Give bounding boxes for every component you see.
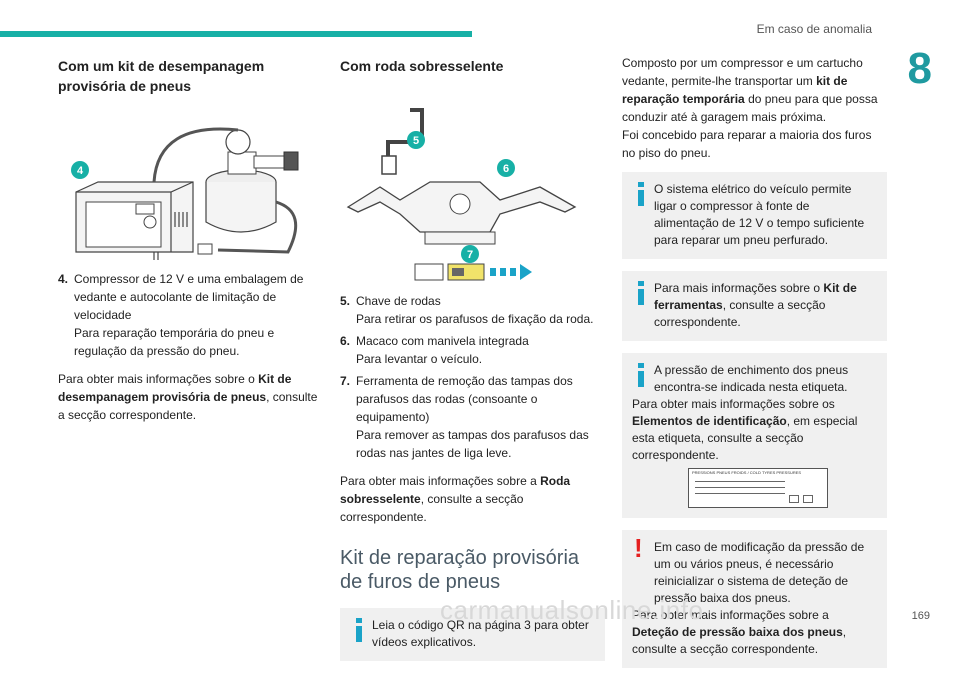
item-number: 5.: [340, 294, 351, 308]
callout-4-circle: [71, 161, 89, 179]
page-number: 169: [911, 610, 930, 622]
kit-intro-paragraph: Composto por um compressor e um cartucho…: [622, 54, 887, 126]
section-title-repair-kit: Kit de reparação provisória de furos de …: [340, 547, 580, 593]
item-number: 4.: [58, 272, 69, 286]
item-description: Para remover as tampas dos parafusos das…: [356, 428, 589, 460]
text: do pneu para que possa conduzir até à ga…: [622, 92, 878, 124]
text: , consulte a secção correspondente.: [58, 390, 318, 422]
header-accent-bar: [0, 31, 472, 37]
watermark: carmanualsonline.info: [440, 595, 704, 625]
item-title: Compressor de 12 V e uma embalagem de ve…: [74, 272, 304, 322]
text: Kit de ferramentas: [654, 281, 857, 312]
item-description: Para reparação temporária do pneu e regu…: [74, 326, 275, 358]
item-title: Ferramenta de remoção das tampas dos par…: [356, 374, 573, 424]
text: Para obter mais informações sobre o: [58, 372, 259, 386]
compressor-drawing: 4: [71, 127, 299, 262]
info-note-pressure-label: A pressão de enchimento dos pneus encont…: [622, 353, 887, 518]
text: Deteção de pressão baixa dos pneus: [632, 625, 843, 639]
info-note-electrical: O sistema elétrico do veículo permite li…: [622, 172, 887, 259]
item-description: Para levantar o veículo.: [356, 352, 483, 366]
info-icon: [638, 182, 644, 206]
info-note-text: Para mais informações sobre o Kit de fer…: [632, 280, 877, 331]
item-number: 7.: [340, 374, 351, 388]
info-note-text: A pressão de enchimento dos pneus encont…: [654, 363, 849, 394]
info-note-text: O sistema elétrico do veículo permite li…: [654, 182, 865, 247]
item-description: Para retirar os parafusos de fixação da …: [356, 312, 594, 326]
list-item-7: 7. Ferramenta de remoção das tampas dos …: [340, 372, 605, 462]
spare-wheel-link-text: Roda sobresselente: [340, 474, 571, 506]
callout-7-circle: [461, 245, 479, 263]
text: Para obter mais informações sobre a: [632, 608, 829, 622]
callout-7: 7: [467, 249, 473, 261]
item-number: 6.: [340, 334, 351, 348]
callout-5-circle: [407, 131, 425, 149]
callout-5: 5: [413, 135, 419, 147]
text: Para obter mais informações sobre os: [632, 397, 835, 411]
info-icon: [638, 363, 644, 387]
spare-wheel-reference-paragraph: Para obter mais informações sobre a Roda…: [340, 472, 605, 526]
tyre-pressure-label-image: PRESSIONS PNEUS FROIDS / COLD TYRES PRES…: [688, 468, 828, 508]
column-repair-kit-details: Composto por um compressor e um cartucho…: [622, 54, 887, 680]
list-item-4: 4. Compressor de 12 V e uma embalagem de…: [58, 270, 323, 360]
kit-intro-paragraph-2: Foi concebido para reparar a maioria dos…: [622, 128, 872, 160]
kit-reference-paragraph: Para obter mais informações sobre o Kit …: [58, 370, 323, 424]
tyre-label-title: PRESSIONS PNEUS FROIDS / COLD TYRES PRES…: [692, 470, 802, 475]
text: Elementos de identificação: [632, 414, 787, 428]
warning-note-text: Em caso de modificação da pressão de um …: [654, 540, 865, 605]
text: Para mais informações sobre o: [654, 281, 824, 295]
item-title: Chave de rodas: [356, 294, 441, 308]
info-note-text-2: Para obter mais informações sobre os Ele…: [632, 396, 877, 464]
callout-4: 4: [77, 165, 84, 177]
section-title: Em caso de anomalia: [756, 22, 872, 36]
info-icon: [356, 618, 362, 642]
text: , em especial esta etiqueta, consulte a …: [632, 414, 858, 462]
text: Para obter mais informações sobre a: [340, 474, 541, 488]
text: kit de reparação temporária: [622, 74, 848, 106]
column-spare-wheel: Com roda sobresselente 5 6 7: [340, 56, 605, 673]
text: Composto por um compressor e um cartucho…: [622, 56, 863, 88]
chapter-number: 8: [907, 44, 932, 93]
column-compressor-kit: Com um kit de desempanagem provisória de…: [58, 56, 323, 434]
text: , consulte a secção correspondente.: [340, 492, 524, 524]
warning-exclamation-icon: !: [634, 533, 643, 563]
compressor-kit-illustration: 4: [58, 102, 323, 262]
callout-6-circle: [497, 159, 515, 177]
tools-drawing: 5 6 7: [346, 108, 577, 281]
callout-6: 6: [503, 163, 509, 175]
heading-spare-wheel: Com roda sobresselente: [340, 58, 504, 74]
item-title: Macaco com manivela integrada: [356, 334, 529, 348]
text: , consulte a secção correspondente.: [654, 298, 826, 329]
spare-wheel-tools-illustration: 5 6 7: [340, 82, 605, 282]
kit-link-text: Kit de desempanagem provisória de pneus: [58, 372, 292, 404]
info-note-tool-kit: Para mais informações sobre o Kit de fer…: [622, 271, 887, 341]
info-icon: [638, 281, 644, 305]
heading-compressor-kit: Com um kit de desempanagem provisória de…: [58, 58, 265, 94]
